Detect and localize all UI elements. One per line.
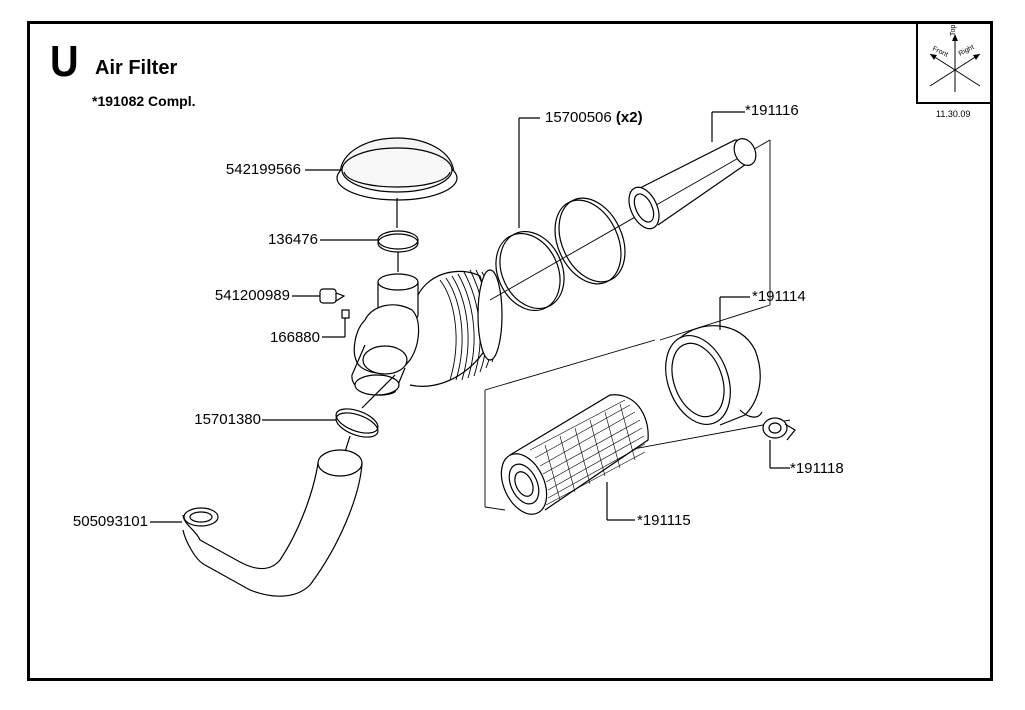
- part-label-191115[interactable]: *191115: [637, 512, 691, 529]
- filter-housing-part: [351, 269, 503, 396]
- part-label-542199566[interactable]: 542199566: [225, 161, 301, 178]
- band-clamp-part: [495, 197, 626, 312]
- dust-valve-part: [762, 417, 796, 441]
- orientation-indicator: Top Front Right: [916, 21, 993, 104]
- hose-clamp-part: [335, 408, 379, 438]
- assembly-number: *191082 Compl.: [92, 93, 196, 109]
- part-label-166880[interactable]: 166880: [269, 329, 320, 346]
- part-quantity: (x2): [615, 109, 643, 126]
- revision-date: 11.30.09: [936, 109, 971, 119]
- drawing-frame: [27, 21, 993, 681]
- elbow-hose-part: [182, 449, 363, 597]
- axis-top-label: Top: [950, 25, 957, 36]
- part-label-191118[interactable]: *191118: [790, 460, 844, 477]
- safety-cartridge-part: [628, 138, 757, 230]
- part-label-136476[interactable]: 136476: [267, 231, 318, 248]
- valve-cap-part: [319, 288, 346, 304]
- page-title: Air Filter: [95, 57, 178, 79]
- part-label-15701380[interactable]: 15701380: [194, 411, 261, 428]
- cover-part: [665, 325, 763, 426]
- section-letter: U: [50, 37, 79, 86]
- small-clamp-part: [377, 230, 419, 253]
- lid-part: [336, 137, 458, 201]
- part-label-541200989[interactable]: 541200989: [214, 287, 290, 304]
- part-label-15700506[interactable]: 15700506 (x2): [545, 109, 643, 127]
- part-label-505093101[interactable]: 505093101: [72, 513, 148, 530]
- part-label-191116[interactable]: *191116: [745, 102, 799, 119]
- part-number: 15700506: [545, 109, 612, 126]
- part-label-191114[interactable]: *191114: [752, 288, 806, 305]
- orientation-axes-icon: Top Front Right: [929, 25, 981, 92]
- main-cartridge-part: [500, 394, 649, 515]
- nipple-part: [341, 309, 350, 319]
